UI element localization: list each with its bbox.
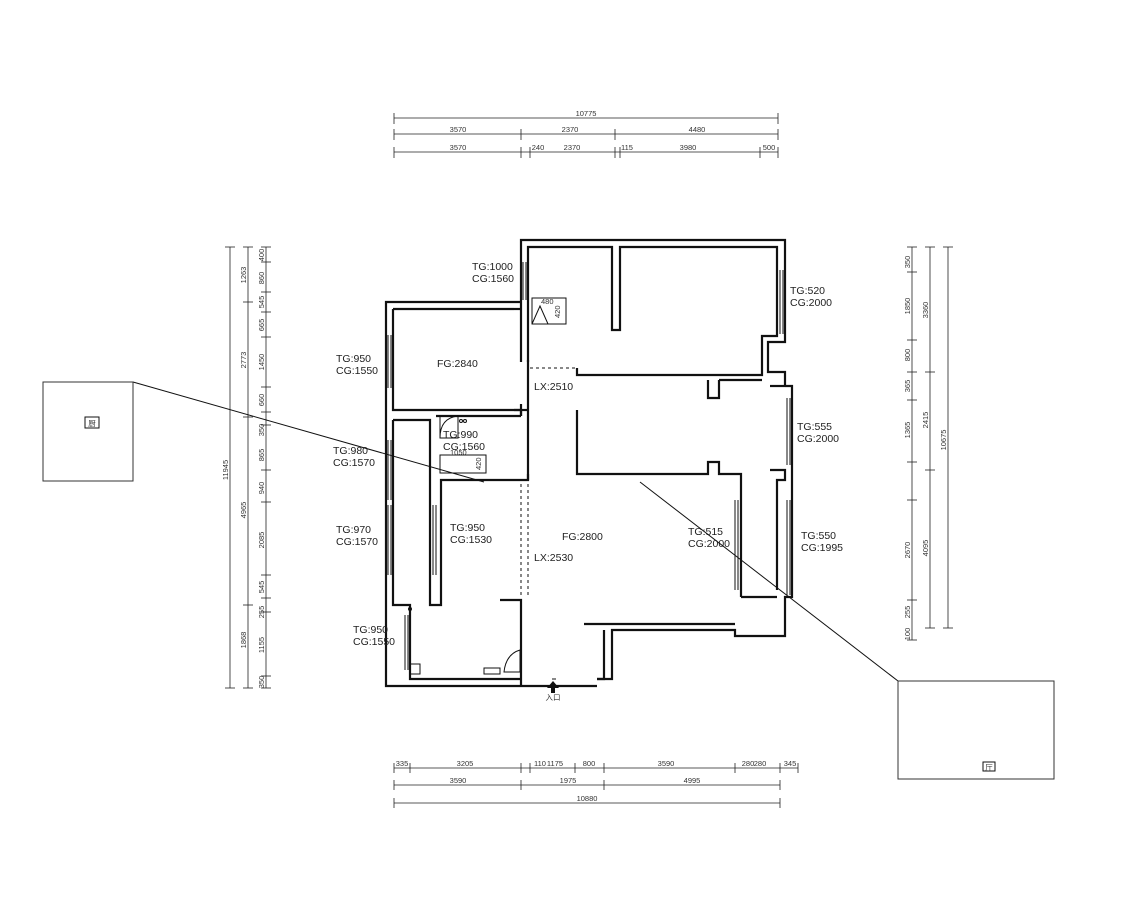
kitchen-icon: 厨 xyxy=(88,419,96,428)
left-dim: 1868 xyxy=(239,632,248,649)
bottom-dim: 1175 xyxy=(547,759,563,768)
top-dim: 2370 xyxy=(564,143,581,152)
right-dim: 4095 xyxy=(921,540,930,557)
left-dim: 2773 xyxy=(239,352,248,369)
room-label: TG:1000 xyxy=(472,261,513,273)
left-dim: 860 xyxy=(257,272,266,285)
top-dim: 3570 xyxy=(450,125,467,134)
bottom-dim: 3590 xyxy=(450,776,467,785)
right-dim: 2670 xyxy=(903,542,912,559)
room-labels: TG:1000 CG:1560 TG:520 CG:2000 TG:950 CG… xyxy=(333,261,843,648)
bottom-dim: 1975 xyxy=(560,776,577,785)
windows xyxy=(387,262,791,670)
room-label: CG:1530 xyxy=(450,534,492,546)
room-label: TG:555 xyxy=(797,421,832,433)
room-label: CG:2000 xyxy=(790,297,832,309)
bottom-dim: 800 xyxy=(583,759,596,768)
right-dim: 2415 xyxy=(921,412,930,429)
callout-left: 厨 xyxy=(42,381,485,483)
fixture-dim: 1050 xyxy=(450,448,467,457)
left-dimension-chain: 11945 1263 2773 4965 1868 400 860 545 66… xyxy=(221,246,271,689)
room-label: TG:980 xyxy=(333,445,368,457)
right-dim: 255 xyxy=(903,606,912,619)
bottom-dim: 335 xyxy=(396,759,409,768)
room-label: TG:990 xyxy=(443,429,478,441)
fixture-dim: 420 xyxy=(474,457,483,470)
room-label: CG:2000 xyxy=(688,538,730,550)
fixture-dim: 420 xyxy=(553,305,562,318)
left-dim: 665 xyxy=(257,319,266,332)
left-dim: 1263 xyxy=(239,267,248,284)
openings xyxy=(520,367,577,598)
top-dim: 3570 xyxy=(450,143,467,152)
left-dim: 2085 xyxy=(257,532,266,549)
top-dim: 3980 xyxy=(680,143,697,152)
left-dim: 350 xyxy=(257,676,266,689)
right-overall-dim: 10675 xyxy=(939,430,948,451)
room-label: CG:1550 xyxy=(353,636,395,648)
room-label: TG:550 xyxy=(801,530,836,542)
top-dim: 4480 xyxy=(689,125,706,134)
bottom-dim: 110 xyxy=(534,759,546,768)
bottom-dim: 3205 xyxy=(457,759,474,768)
bottom-dim: 4995 xyxy=(684,776,701,785)
bottom-overall-dim: 10880 xyxy=(577,794,598,803)
left-dim: 940 xyxy=(257,482,266,495)
room-label: TG:950 xyxy=(353,624,388,636)
top-dim: 2370 xyxy=(562,125,579,134)
room-label: CG:1570 xyxy=(336,536,378,548)
left-dim: 1155 xyxy=(257,637,266,653)
room-label: LX:2530 xyxy=(534,552,573,564)
right-dim: 365 xyxy=(903,380,912,393)
left-dim: 660 xyxy=(257,394,266,407)
left-overall-dim: 11945 xyxy=(221,460,230,480)
top-overall-dim: 10775 xyxy=(576,109,597,118)
entrance-arrow-icon: 入口 xyxy=(546,681,561,702)
bottom-dim: 3590 xyxy=(658,759,675,768)
left-dim: 4965 xyxy=(239,502,248,519)
right-dim: 100 xyxy=(903,628,912,641)
left-dim: 255 xyxy=(257,606,266,619)
bottom-dim: 280 xyxy=(754,759,767,768)
bottom-dimension-chain: 335 3205 110 1175 800 3590 280 280 345 3… xyxy=(393,759,799,808)
room-label: CG:2000 xyxy=(797,433,839,445)
right-dim: 800 xyxy=(903,349,912,362)
room-label: CG:1560 xyxy=(443,441,485,453)
right-dim: 350 xyxy=(903,256,912,269)
bottom-dim: 280 xyxy=(742,759,755,768)
room-label: FG:2800 xyxy=(562,531,603,543)
right-dim: 3360 xyxy=(921,302,930,319)
room-label: CG:1550 xyxy=(336,365,378,377)
left-dim: 545 xyxy=(257,296,266,309)
fixtures: 480 420 1050 420 xyxy=(408,297,567,680)
left-dim: 350 xyxy=(257,424,266,437)
room-label: CG:1995 xyxy=(801,542,843,554)
right-dim: 1850 xyxy=(903,298,912,315)
hall-icon: 厅 xyxy=(985,763,993,772)
top-dimension-chain: 10775 3570 2370 4480 3570 240 2370 115 3… xyxy=(393,109,779,158)
svg-text:入口: 入口 xyxy=(546,693,561,702)
room-label: TG:950 xyxy=(336,353,371,365)
exterior-walls xyxy=(384,238,794,688)
top-dim: 500 xyxy=(763,143,776,152)
left-dim: 400 xyxy=(257,249,266,262)
top-dim: 240 xyxy=(532,143,545,152)
room-label: CG:1570 xyxy=(333,457,375,469)
room-label: TG:520 xyxy=(790,285,825,297)
room-label: TG:950 xyxy=(450,522,485,534)
right-dimension-chain: 10675 3360 2415 4095 350 1850 800 365 13… xyxy=(903,246,953,641)
fixture-dim: 480 xyxy=(541,297,554,306)
left-dim: 1450 xyxy=(257,354,266,371)
callout-right: 厅 xyxy=(639,481,1055,780)
room-label: LX:2510 xyxy=(534,381,573,393)
room-label: FG:2840 xyxy=(437,358,478,370)
left-dim: 865 xyxy=(257,449,266,462)
room-label: CG:1560 xyxy=(472,273,514,285)
bottom-dim: 345 xyxy=(784,759,797,768)
left-dim: 545 xyxy=(257,581,266,594)
right-dim: 1365 xyxy=(903,422,912,439)
top-dim: 115 xyxy=(621,143,633,152)
room-label: TG:970 xyxy=(336,524,371,536)
